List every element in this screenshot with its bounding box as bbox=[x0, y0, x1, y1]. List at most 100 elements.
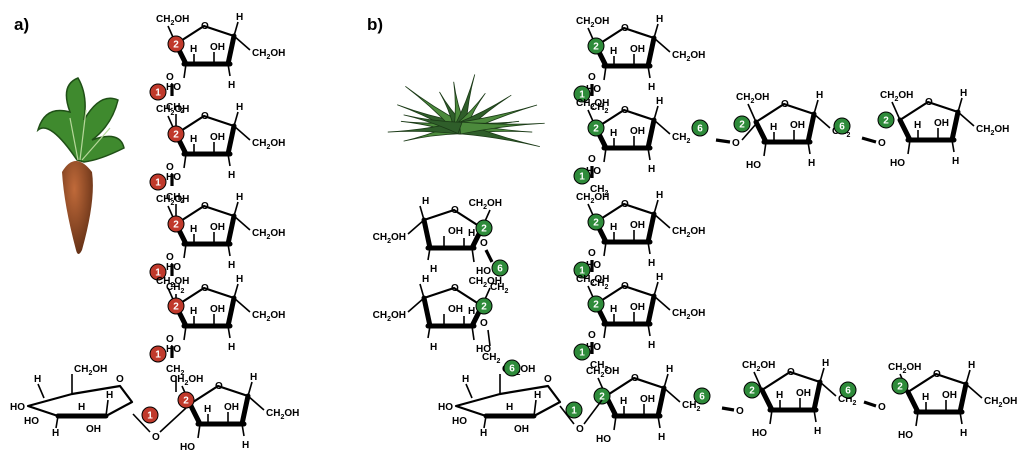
bond bbox=[583, 399, 603, 425]
bond bbox=[427, 247, 431, 261]
ring-front-edge bbox=[655, 385, 667, 419]
bond bbox=[233, 21, 239, 37]
bond bbox=[653, 213, 671, 229]
bond bbox=[653, 281, 659, 297]
h-label: H bbox=[610, 222, 617, 233]
glycosidic-oxygen: O bbox=[480, 238, 488, 249]
marker-circle bbox=[573, 167, 591, 185]
panel-b-marker-6: 6 bbox=[833, 117, 851, 135]
bond bbox=[407, 219, 425, 235]
glycosidic-bond bbox=[861, 136, 877, 144]
oh-label: OH bbox=[630, 44, 645, 55]
marker-circle bbox=[587, 295, 605, 313]
h-label: H bbox=[52, 428, 59, 439]
marker-circle bbox=[167, 297, 185, 315]
ho-label: HO bbox=[898, 430, 913, 441]
ch2oh-label: CH2OH bbox=[373, 310, 406, 323]
bond bbox=[915, 411, 919, 427]
marker-number: 6 bbox=[839, 122, 845, 133]
marker-number: 1 bbox=[579, 348, 585, 359]
panel-a-marker-2: 2 bbox=[167, 35, 185, 53]
marker-number: 1 bbox=[155, 268, 161, 279]
panel-a-marker-2: 2 bbox=[177, 391, 195, 409]
marker-circle bbox=[573, 261, 591, 279]
ring-front-edge bbox=[759, 387, 775, 413]
ring-front-edge bbox=[225, 213, 237, 247]
panel-b-marker-1: 1 bbox=[573, 261, 591, 279]
marker-circle bbox=[693, 387, 711, 405]
marker-number: 1 bbox=[579, 172, 585, 183]
bond bbox=[653, 23, 659, 39]
panel-a-marker-2: 2 bbox=[167, 297, 185, 315]
ch2oh-label: CH2OH bbox=[74, 364, 107, 377]
ring-oxygen: O bbox=[621, 281, 629, 292]
panel-b-marker-2: 2 bbox=[891, 377, 909, 395]
marker-number: 6 bbox=[697, 124, 703, 135]
bond bbox=[907, 139, 911, 155]
h-label: H bbox=[656, 96, 663, 107]
h-label: H bbox=[776, 390, 783, 401]
oh-label: OH bbox=[448, 304, 463, 315]
h-label: H bbox=[462, 374, 469, 385]
h-label: H bbox=[620, 396, 627, 407]
h-label: H bbox=[242, 440, 249, 451]
marker-circle bbox=[587, 213, 605, 231]
glycosidic-oxygen: O bbox=[732, 138, 740, 149]
panel-b-marker-2: 2 bbox=[593, 387, 611, 405]
ho-label: HO bbox=[586, 84, 601, 95]
glycosidic-oxygen: O bbox=[166, 162, 174, 173]
h-label: H bbox=[922, 392, 929, 403]
glycosidic-oxygen: O bbox=[576, 424, 584, 435]
bond bbox=[465, 383, 473, 399]
panel-b-marker-6: 6 bbox=[503, 359, 521, 377]
marker-circle bbox=[149, 173, 167, 191]
ho-label: HO bbox=[24, 416, 39, 427]
bond bbox=[891, 101, 901, 121]
marker-circle bbox=[573, 343, 591, 361]
bond bbox=[753, 371, 763, 391]
h-label: H bbox=[610, 128, 617, 139]
h-label: H bbox=[666, 364, 673, 375]
h-label: H bbox=[816, 90, 823, 101]
bond bbox=[183, 63, 187, 79]
ring-front-edge bbox=[645, 35, 657, 69]
marker-number: 1 bbox=[155, 178, 161, 189]
sugar-beet-icon bbox=[36, 77, 125, 254]
ho-label: HO bbox=[752, 428, 767, 439]
glycosidic-oxygen: O bbox=[588, 154, 596, 165]
bond bbox=[657, 415, 661, 429]
h-label: H bbox=[968, 360, 975, 371]
marker-circle bbox=[167, 215, 185, 233]
bond bbox=[427, 325, 431, 339]
ch2-link-label: CH2 bbox=[590, 184, 608, 197]
h-label: H bbox=[656, 272, 663, 283]
oh-label: OH bbox=[640, 394, 655, 405]
ho-label: HO bbox=[586, 166, 601, 177]
bond bbox=[813, 99, 819, 115]
agave-leaf bbox=[459, 121, 545, 135]
ring-front-edge bbox=[811, 379, 823, 413]
panel-b-marker-2: 2 bbox=[475, 219, 493, 237]
oh-label: OH bbox=[796, 388, 811, 399]
bond bbox=[603, 241, 607, 257]
marker-number: 2 bbox=[593, 42, 599, 53]
marker-number: 2 bbox=[599, 392, 605, 403]
ch2oh-label: CH2OH bbox=[984, 396, 1017, 409]
marker-number: 6 bbox=[497, 264, 503, 275]
bond bbox=[663, 387, 681, 403]
marker-circle bbox=[167, 125, 185, 143]
ho-label: HO bbox=[476, 344, 491, 355]
bond bbox=[663, 373, 669, 389]
h-label: H bbox=[228, 80, 235, 91]
bond bbox=[807, 141, 811, 155]
glycosidic-oxygen: O bbox=[736, 406, 744, 417]
ch2-link-label: CH2 bbox=[166, 192, 184, 205]
marker-number: 1 bbox=[155, 350, 161, 361]
ho-label: HO bbox=[438, 402, 453, 413]
